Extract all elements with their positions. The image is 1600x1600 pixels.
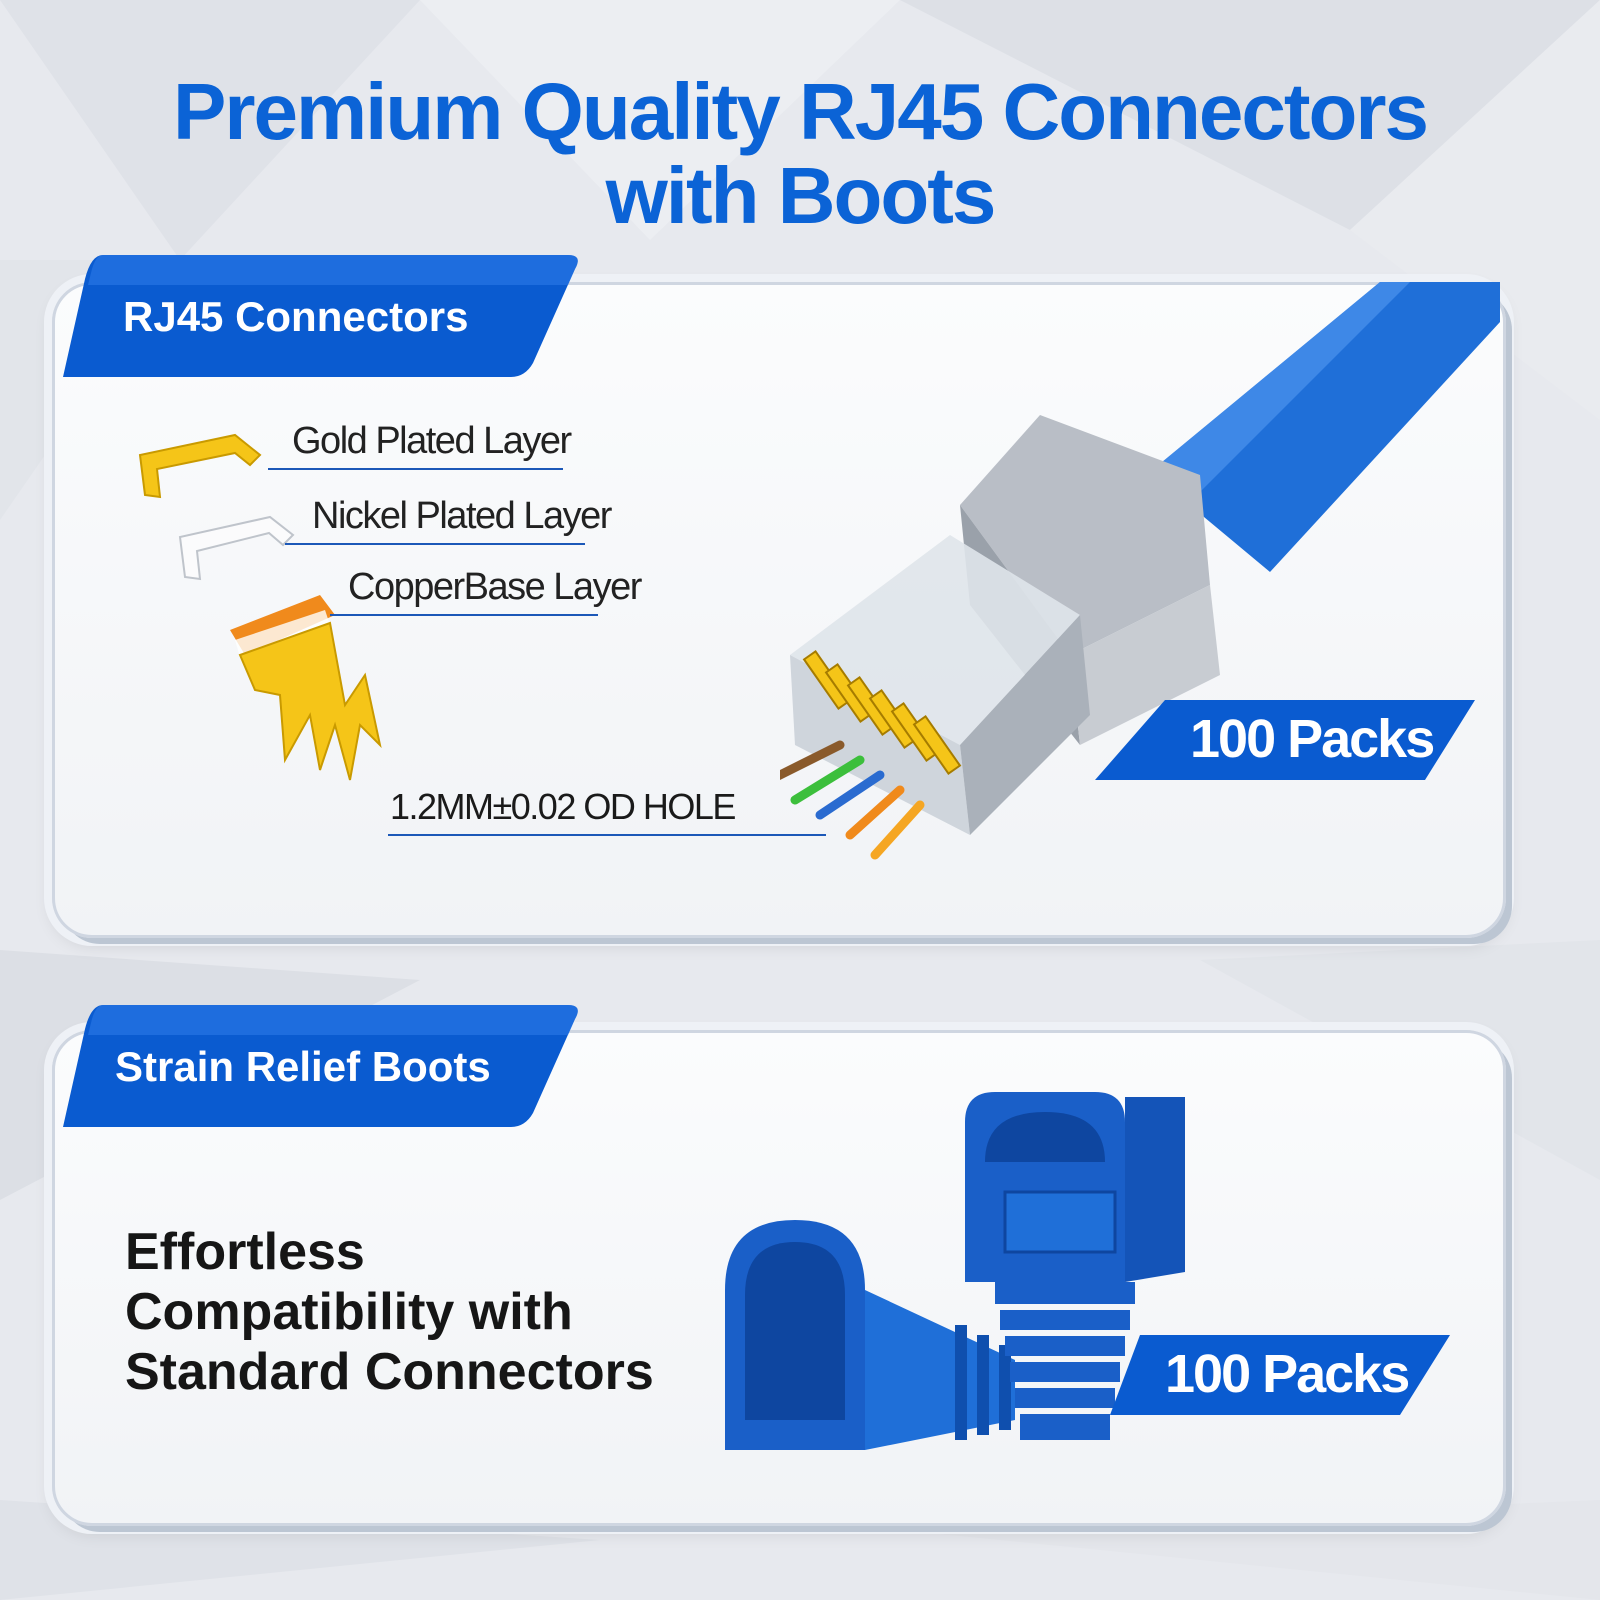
headline: Premium Quality RJ45 Connectors with Boo… — [0, 70, 1600, 238]
boots-pack-badge: 100 Packs — [1110, 1335, 1450, 1415]
connectors-pack-badge: 100 Packs — [1095, 700, 1475, 780]
compat-line-1: Effortless — [125, 1223, 365, 1281]
nickel-layer-label: Nickel Plated Layer — [312, 495, 612, 537]
copper-layer-leader — [330, 614, 598, 616]
strain-relief-boot-icon — [725, 1220, 1015, 1450]
boots-tab: Strain Relief Boots — [63, 1005, 583, 1127]
od-hole-label: 1.2MM±0.02 OD HOLE — [390, 786, 736, 827]
nickel-layer-leader — [285, 543, 585, 545]
nickel-layer-icon — [178, 515, 295, 581]
connectors-tab-label: RJ45 Connectors — [123, 293, 469, 340]
copper-contact-icon — [230, 595, 382, 781]
connectors-pack-label: 100 Packs — [1190, 709, 1435, 769]
compat-line-3: Standard Connectors — [125, 1343, 654, 1401]
gold-layer-label: Gold Plated Layer — [292, 420, 572, 462]
od-hole-leader — [388, 834, 826, 836]
compatibility-text: Effortless Compatibility with Standard C… — [125, 1222, 654, 1402]
headline-line-2: with Boots — [605, 151, 997, 240]
gold-layer-icon — [138, 433, 262, 499]
cable-icon — [1150, 282, 1500, 572]
strain-relief-boot-icon-2 — [965, 1092, 1185, 1440]
boots-tab-label: Strain Relief Boots — [115, 1043, 491, 1090]
connectors-tab: RJ45 Connectors — [63, 255, 583, 377]
gold-layer-leader — [268, 468, 563, 470]
compat-line-2: Compatibility with — [125, 1283, 573, 1341]
boots-pack-label: 100 Packs — [1165, 1344, 1410, 1404]
headline-line-1: Premium Quality RJ45 Connectors — [173, 67, 1429, 156]
copper-layer-label: CopperBase Layer — [348, 566, 642, 608]
rj45-connector-icon — [780, 415, 1220, 860]
